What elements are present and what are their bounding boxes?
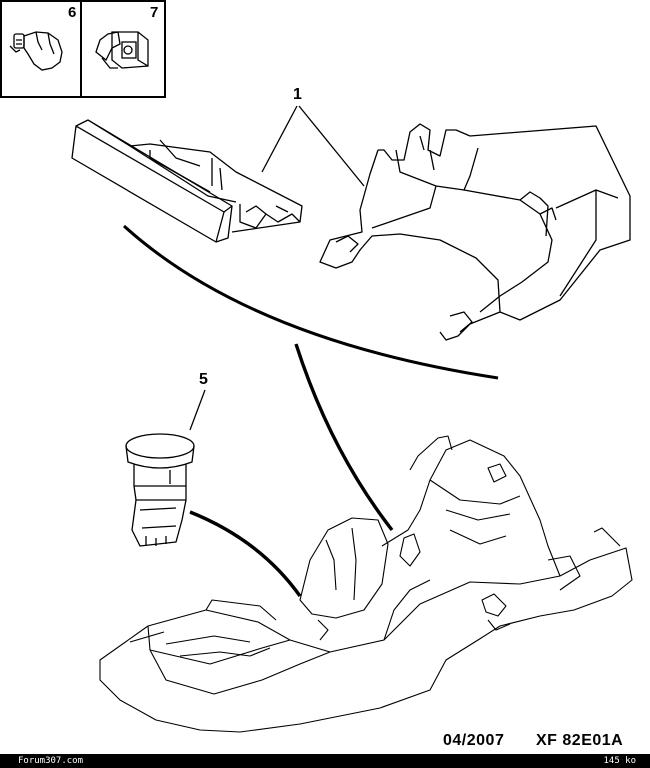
leader-line-1b [298,105,365,187]
footer-site[interactable]: Forum307.com [18,756,84,766]
callout-5: 5 [199,371,208,388]
part-6-box: 6 [0,0,82,98]
callout-1: 1 [293,86,302,103]
centre-console-drawing [99,435,633,733]
reference-code: XF 82E01A [536,732,624,749]
part-7-number: 7 [150,4,159,21]
housing-bracket-drawing [319,123,631,341]
reference-date: 04/2007 [443,732,505,749]
footer-bar: Forum307.com 145 ko [0,754,650,768]
part-6-number: 6 [68,4,77,21]
part-7-box: 7 [80,0,166,98]
lamp-holder-icon [95,31,149,69]
bulb-icon [9,31,63,71]
footer-size: 145 ko [603,756,636,766]
wire-curve-tray [122,224,499,380]
leader-line-1a [261,105,298,173]
wire-curve-lighter [189,510,302,597]
wire-curve-console [294,343,394,532]
leader-line-5 [189,389,206,431]
storage-tray-drawing [71,119,303,243]
cigar-lighter-drawing [125,433,195,547]
